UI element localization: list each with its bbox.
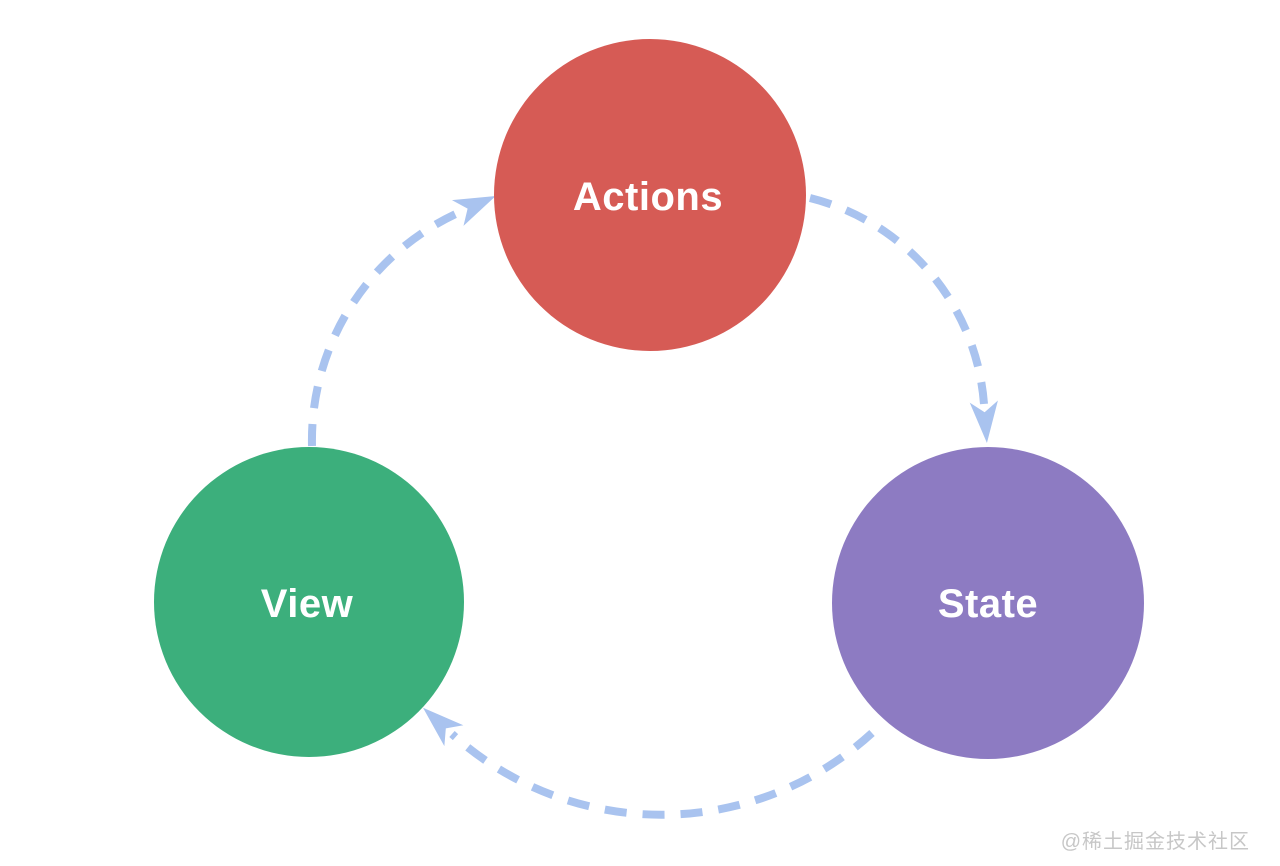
node-state: State [832, 447, 1144, 759]
node-view: View [154, 447, 464, 757]
node-view-circle [154, 447, 464, 757]
node-actions: Actions [494, 39, 806, 351]
node-actions-label: Actions [573, 175, 723, 219]
node-actions-circle [494, 39, 806, 351]
node-state-label: State [938, 582, 1038, 626]
node-state-circle [832, 447, 1144, 759]
watermark: @稀土掘金技术社区 [1060, 831, 1250, 853]
edge-state-to-view [422, 707, 875, 819]
edge-view-to-actions [307, 196, 496, 447]
edge-actions-to-state [809, 194, 998, 443]
node-view-label: View [261, 582, 354, 626]
